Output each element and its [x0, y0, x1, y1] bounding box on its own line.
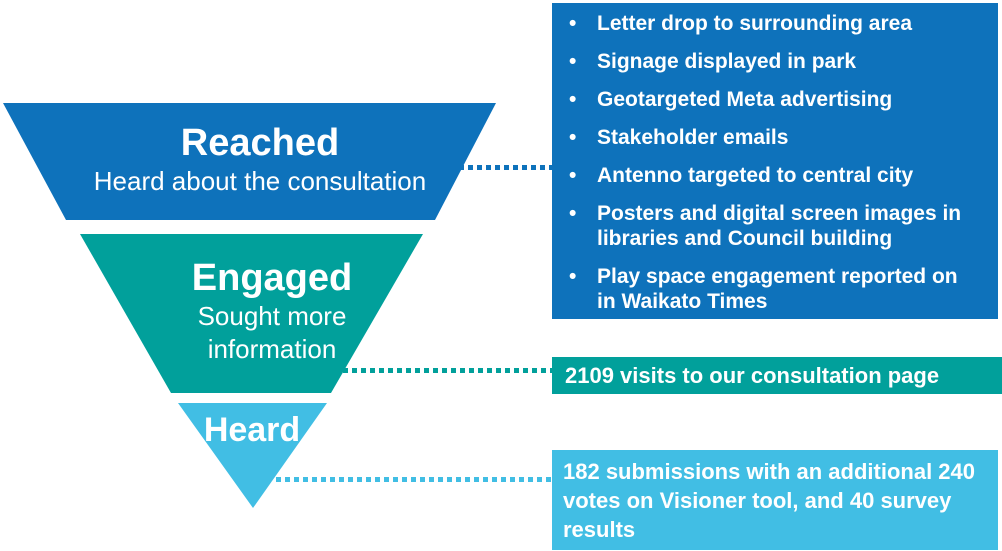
stage-subtitle-reached: Heard about the consultation	[93, 166, 427, 196]
connector-engaged-dotted-line	[343, 368, 552, 373]
callout-box-engaged: 2109 visits to our consultation page	[552, 357, 1002, 394]
bullet-item: Letter drop to surrounding area	[569, 11, 979, 36]
bullet-item: Signage displayed in park	[569, 49, 979, 74]
callout-box-heard: 182 submissions with an additional 240 v…	[552, 450, 998, 550]
stage-label-heard: Heard	[172, 410, 332, 450]
bullet-item: Antenno targeted to central city	[569, 163, 979, 188]
funnel-stage-reached-shape	[3, 103, 496, 220]
engaged-stat-text: 2109 visits to our consultation page	[565, 362, 940, 388]
bullet-item: Stakeholder emails	[569, 125, 979, 150]
heard-stat-text: 182 submissions with an additional 240 v…	[563, 459, 976, 542]
connector-reached-dotted-line	[459, 165, 552, 170]
stage-title-engaged: Engaged	[191, 257, 353, 299]
stage-label-engaged: Engaged Sought more information	[132, 256, 412, 366]
stage-label-reached: Reached Heard about the consultation	[60, 121, 460, 198]
stage-subtitle-engaged: Sought more information	[197, 301, 347, 364]
connector-heard-dotted-line	[276, 477, 552, 482]
bullet-item: Play space engagement reported on in Wai…	[569, 264, 979, 314]
funnel-stage-heard-shape	[178, 403, 327, 508]
stage-title-heard: Heard	[203, 411, 301, 449]
bullet-item: Geotargeted Meta advertising	[569, 87, 979, 112]
stage-title-reached: Reached	[180, 122, 340, 164]
bullet-item: Posters and digital screen images in lib…	[569, 201, 979, 251]
callout-box-reached: Letter drop to surrounding areaSignage d…	[552, 3, 998, 319]
funnel-stage-engaged-shape	[80, 234, 423, 393]
reached-channels-list: Letter drop to surrounding areaSignage d…	[552, 3, 998, 322]
